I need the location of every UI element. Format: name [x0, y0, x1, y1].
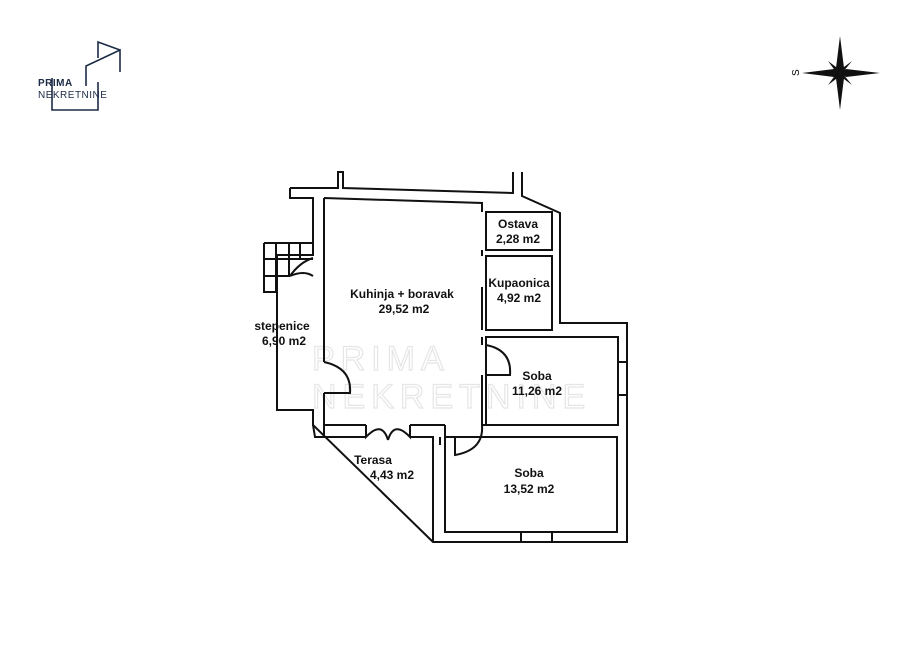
- logo-text-prima: PRIMA: [38, 78, 73, 89]
- room-area: 13,52 m2: [504, 482, 555, 496]
- room-area: 2,28 m2: [496, 232, 540, 246]
- room-soba-2: Soba 13,52 m2: [504, 466, 555, 496]
- room-name: stepenice: [254, 319, 310, 333]
- watermark: PRIMA NEKRETNINE: [311, 339, 591, 416]
- room-name: Ostava: [498, 217, 538, 231]
- logo-house-icon: [51, 40, 121, 111]
- room-name: Soba: [514, 466, 544, 480]
- room-area: 4,43 m2: [370, 468, 414, 482]
- room-area: 6,90 m2: [262, 334, 306, 348]
- room-name: Terasa: [354, 453, 392, 467]
- compass: S: [788, 34, 883, 112]
- room-area: 29,52 m2: [379, 302, 430, 316]
- room-area: 4,92 m2: [497, 291, 541, 305]
- watermark-line1: PRIMA: [312, 340, 450, 378]
- compass-label: S: [791, 69, 802, 76]
- room-name: Soba: [522, 369, 552, 383]
- room-name: Kuhinja + boravak: [350, 287, 454, 301]
- company-logo: PRIMA NEKRETNINE: [36, 38, 126, 113]
- room-name: Kupaonica: [488, 276, 550, 290]
- logo-text-nekretnine: NEKRETNINE: [38, 90, 108, 101]
- walls: [263, 171, 628, 543]
- compass-rose-icon: S: [791, 36, 880, 110]
- watermark-line2: NEKRETNINE: [312, 378, 591, 416]
- room-area: 11,26 m2: [512, 384, 562, 398]
